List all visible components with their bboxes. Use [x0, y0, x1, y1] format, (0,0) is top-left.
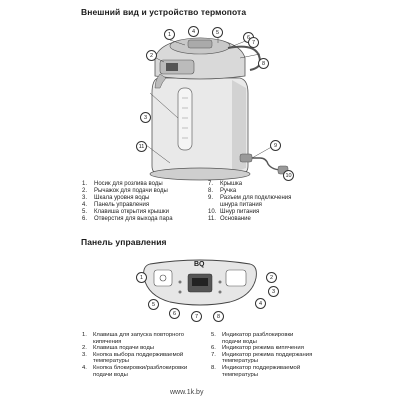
callout-6: 6 — [169, 308, 180, 319]
legend-item: 4.Панель управления — [82, 201, 150, 208]
legend-item: 8.Ручка — [208, 187, 237, 194]
legend-item: 5.Индикатор разблокировки подачи воды — [211, 332, 294, 345]
legend-item: 5.Клавиша открытия крышки — [82, 208, 169, 215]
legend-item: 10.Шнур питания — [208, 208, 260, 215]
legend-item: 7.Индикатор режима поддержания температу… — [211, 351, 313, 365]
legend-item: 1.Носик для розлива воды — [82, 181, 163, 187]
control-panel-illustration — [143, 259, 257, 306]
callout-10: 10 — [283, 170, 294, 181]
callout-8: 8 — [258, 58, 269, 69]
legend-item: 11.Основание — [208, 215, 251, 222]
section-title-appearance: Внешний вид и устройство термопота — [81, 7, 247, 17]
callout-2: 2 — [266, 272, 277, 283]
legend-item: 2.Рычажок для подачи воды — [82, 187, 168, 194]
legend-item: 7.Крышка — [208, 181, 243, 187]
legend-item: 3.Шкала уровня воды — [82, 194, 150, 201]
callout-4: 4 — [255, 298, 266, 309]
legend-control-panel-left: 1.Клавиша для запуска повторного кипячен… — [82, 332, 187, 378]
legend-item: 8.Индикатор поддерживаемой температуры — [211, 364, 301, 378]
legend-item: 6.Индикатор режима кипячения — [211, 345, 304, 352]
callout-1: 1 — [164, 29, 175, 40]
legend-appearance-left: 1.Носик для розлива воды 2.Рычажок для п… — [82, 181, 173, 222]
callout-3: 3 — [140, 112, 151, 123]
section-title-control-panel: Панель управления — [81, 237, 167, 247]
callout-5: 5 — [148, 299, 159, 310]
legend-item: 4.Кнопка блокировки/разблокировки подачи… — [82, 364, 188, 378]
callout-11: 11 — [136, 141, 147, 152]
watermark: www.1k.by — [170, 389, 204, 396]
legend-control-panel-right: 5.Индикатор разблокировки подачи воды 6.… — [211, 332, 312, 378]
thermopot-illustration — [145, 32, 289, 181]
callout-8: 8 — [213, 311, 224, 322]
callout-7: 7 — [191, 311, 202, 322]
legend-item: 1.Клавиша для запуска повторного кипячен… — [82, 332, 184, 345]
callout-5: 5 — [212, 27, 223, 38]
callout-4: 4 — [188, 26, 199, 37]
callout-9: 9 — [270, 140, 281, 151]
legend-item: 2.Клавиша подачи воды — [82, 345, 154, 352]
brand-logo: BQ — [194, 261, 205, 268]
callout-3: 3 — [268, 286, 279, 297]
callout-1: 1 — [136, 272, 147, 283]
legend-item: 9.Разъем для подключения шнура питания — [208, 194, 292, 208]
callout-7: 7 — [248, 37, 259, 48]
legend-item: 3.Кнопка выбора поддерживаемой температу… — [82, 351, 184, 365]
legend-appearance-right: 7.Крышка 8.Ручка 9.Разъем для подключени… — [208, 181, 291, 222]
legend-item: 6.Отверстия для выхода пара — [82, 215, 173, 222]
callout-2: 2 — [146, 50, 157, 61]
